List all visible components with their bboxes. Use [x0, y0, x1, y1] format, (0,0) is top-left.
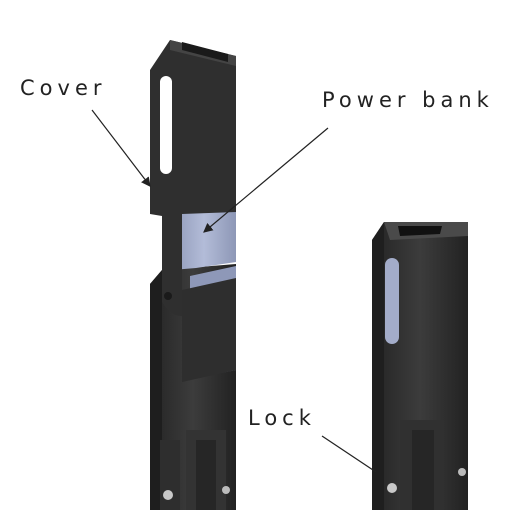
power-bank-window — [385, 258, 399, 344]
power-bank-label: Power bank — [322, 88, 494, 112]
right-assembly — [372, 222, 468, 510]
bolt-icon — [458, 468, 466, 476]
bolt-icon — [222, 486, 230, 494]
cover-part — [150, 40, 236, 382]
cover-leader-line — [91, 109, 151, 187]
bolt-icon — [163, 490, 173, 500]
cover-label: Cover — [20, 76, 107, 100]
power-bank-leader-line — [203, 127, 329, 233]
lock-leader-line — [321, 435, 377, 473]
cover-slot — [160, 76, 172, 174]
lock-label: Lock — [248, 406, 316, 430]
bolt-icon — [387, 483, 397, 493]
